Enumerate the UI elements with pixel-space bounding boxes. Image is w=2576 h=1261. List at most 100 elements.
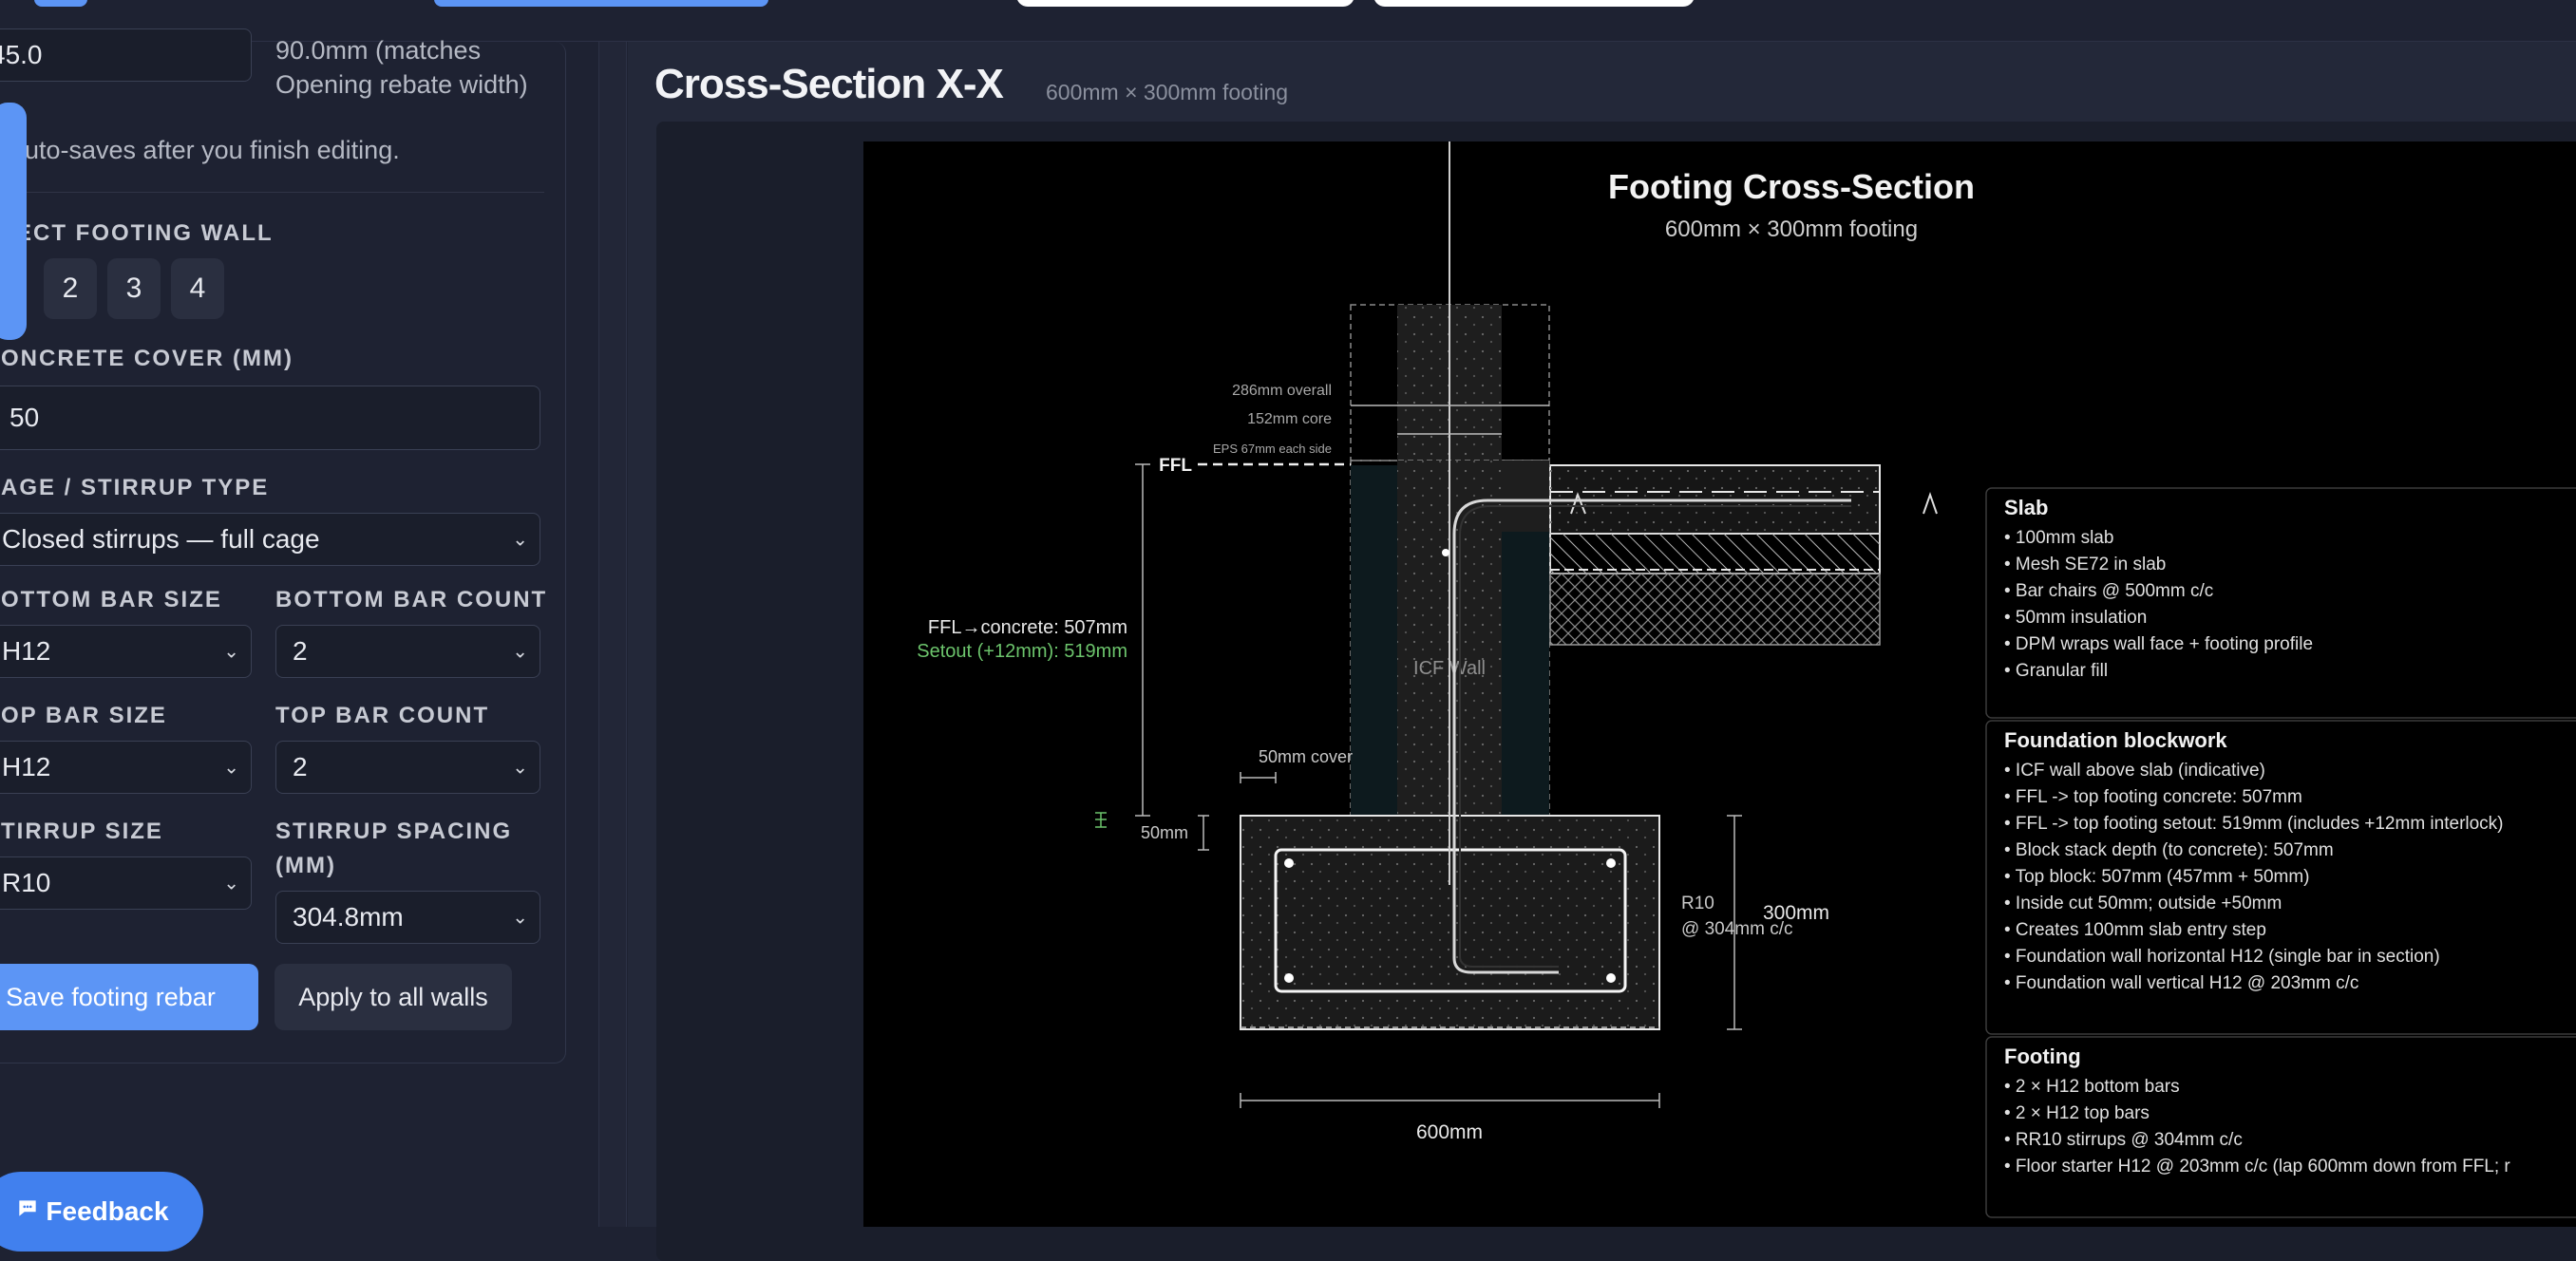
stirrup-spacing-value: 304.8mm <box>293 902 404 932</box>
legend-item: • Mesh SE72 in slab <box>2004 555 2166 574</box>
rebate-note-line1: 90.0mm (matches <box>275 36 482 65</box>
feedback-label: Feedback <box>46 1196 169 1226</box>
wall-button-2[interactable]: 2 <box>44 258 97 319</box>
width-label: 600mm <box>1416 1121 1483 1143</box>
footing-rebar-panel: 45.0 90.0mm (matches Opening rebate widt… <box>0 28 566 1063</box>
rebate-value: 45.0 <box>0 40 43 69</box>
chevron-down-icon: ⌄ <box>512 757 528 779</box>
apply-to-all-walls-button[interactable]: Apply to all walls <box>275 964 512 1030</box>
stirrup-spacing-label-2: (MM) <box>275 853 336 878</box>
legend-item: • FFL -> top footing setout: 519mm (incl… <box>2004 814 2504 834</box>
save-footing-rebar-button[interactable]: Save footing rebar <box>0 964 258 1030</box>
cage-type-value: Closed stirrups — full cage <box>2 524 320 554</box>
top-bar-count-value: 2 <box>293 752 308 781</box>
top-bar-size-label: OP BAR SIZE <box>1 703 167 728</box>
stirrup-size-value: R10 <box>2 868 51 897</box>
feedback-button[interactable]: Feedback <box>0 1172 203 1252</box>
bottom-bar-right <box>1606 973 1616 983</box>
drawing-title: Footing Cross-Section <box>1608 167 1975 206</box>
chevron-down-icon: ⌄ <box>223 873 239 894</box>
stirrup-label-spacing: @ 304mm c/c <box>1681 919 1792 939</box>
cage-type-label: AGE / STIRRUP TYPE <box>1 475 270 500</box>
chat-bubble-icon <box>15 1196 40 1228</box>
cage-type-select[interactable]: Closed stirrups — full cage ⌄ <box>0 513 540 566</box>
top-bar-count-select[interactable]: 2⌄ <box>275 741 540 794</box>
eps-left <box>1351 465 1397 816</box>
rebate-value-field[interactable]: 45.0 <box>0 28 252 82</box>
wall-button-4[interactable]: 4 <box>171 258 224 319</box>
drawing-subtitle: 600mm × 300mm footing <box>1665 216 1918 242</box>
top-bar-count-label: TOP BAR COUNT <box>275 703 490 728</box>
chevron-down-icon: ⌄ <box>223 757 239 779</box>
legend-title: Slab <box>2004 496 2048 519</box>
toolbar-button-secondary-1[interactable] <box>1016 0 1354 7</box>
stirrup-size-select[interactable]: R10 ⌄ <box>0 856 252 910</box>
eps-right <box>1502 532 1549 816</box>
stirrup-spacing-select[interactable]: 304.8mm⌄ <box>275 891 540 944</box>
legend-title: Foundation blockwork <box>2004 728 2227 752</box>
cover-label: 50mm cover <box>1259 747 1353 766</box>
chevron-down-icon: ⌄ <box>512 641 528 663</box>
concrete-cover-input[interactable]: 50 <box>0 386 540 450</box>
top-bar-right <box>1606 858 1616 868</box>
legend-slab: Slab • 100mm slab • Mesh SE72 in slab • … <box>1985 487 2576 719</box>
legend-item: • Bar chairs @ 500mm c/c <box>2004 581 2213 601</box>
granular-fill <box>1549 573 1881 646</box>
setout-marker-icon <box>1095 812 1107 828</box>
slab-entry-step <box>1502 461 1549 532</box>
legend-item: • RR10 stirrups @ 304mm c/c <box>2004 1130 2243 1150</box>
legend-footing: Footing • 2 × H12 bottom bars • 2 × H12 … <box>1985 1036 2576 1218</box>
ffl-to-concrete: FFL→concrete: 507mm <box>928 617 1127 638</box>
stirrup-size-label: TIRRUP SIZE <box>1 819 163 844</box>
toolbar-button-primary[interactable] <box>434 0 768 7</box>
floating-side-tab[interactable] <box>0 103 27 340</box>
legend-item: • Floor starter H12 @ 203mm c/c (lap 600… <box>2004 1157 2510 1176</box>
legend-item: • 2 × H12 top bars <box>2004 1103 2150 1123</box>
panel-splitter[interactable] <box>598 42 627 1227</box>
dim-overall: 286mm overall <box>1232 383 1332 399</box>
autosave-note: uto-saves after you finish editing. <box>25 136 400 164</box>
bottom-bar-size-value: H12 <box>2 636 51 666</box>
legend-item: • DPM wraps wall face + footing profile <box>2004 634 2313 654</box>
bottom-bar-count-select[interactable]: 2⌄ <box>275 625 540 678</box>
legend-item: • Granular fill <box>2004 661 2108 681</box>
chevron-down-icon: ⌄ <box>512 529 528 551</box>
setout-label: Setout (+12mm): 519mm <box>917 641 1127 662</box>
legend-item: • 2 × H12 bottom bars <box>2004 1077 2180 1097</box>
select-wall-label: ECT FOOTING WALL <box>16 220 274 246</box>
legend-item: • Block stack depth (to concrete): 507mm <box>2004 840 2334 860</box>
dim-core: 152mm core <box>1247 411 1332 427</box>
legend-item: • Inside cut 50mm; outside +50mm <box>2004 894 2282 913</box>
legend-item: • ICF wall above slab (indicative) <box>2004 761 2265 781</box>
page-title: Cross-Section X-X <box>654 61 1004 107</box>
step-label: 50mm <box>1141 823 1188 842</box>
bottom-bar-size-select[interactable]: H12 ⌄ <box>0 625 252 678</box>
legend-item: • Foundation wall vertical H12 @ 203mm c… <box>2004 973 2358 993</box>
floor-starter-bar <box>1452 499 1851 974</box>
horizontal-wall-bar <box>1442 549 1449 556</box>
stirrup-spacing-label-1: STIRRUP SPACING <box>275 819 513 844</box>
legend-foundation: Foundation blockwork • ICF wall above sl… <box>1985 720 2576 1035</box>
legend-box <box>1985 1036 2576 1218</box>
floor-starter-bar-inner <box>1459 505 1851 968</box>
height-label: 300mm <box>1763 902 1829 924</box>
legend-item: • Foundation wall horizontal H12 (single… <box>2004 947 2440 967</box>
concrete-cover-label: ONCRETE COVER (MM) <box>1 346 294 371</box>
top-bar-size-select[interactable]: H12 ⌄ <box>0 741 252 794</box>
legend-item: • Creates 100mm slab entry step <box>2004 920 2266 940</box>
toolbar-button-primary-small[interactable] <box>34 0 87 7</box>
legend-box <box>1985 487 2576 719</box>
legend-item: • FFL -> top footing concrete: 507mm <box>2004 787 2302 807</box>
bottom-bar-count-value: 2 <box>293 636 308 666</box>
toolbar-button-secondary-2[interactable] <box>1373 0 1695 7</box>
wall-button-3[interactable]: 3 <box>107 258 161 319</box>
legend-item: • 50mm insulation <box>2004 608 2147 628</box>
legend-title: Footing <box>2004 1045 2081 1068</box>
top-toolbar <box>0 0 2576 42</box>
section-divider <box>1 192 544 193</box>
chevron-down-icon: ⌄ <box>223 641 239 663</box>
legend-item: • 100mm slab <box>2004 528 2113 548</box>
cross-section-drawing: Footing Cross-Section 600mm × 300mm foot… <box>863 141 2576 1227</box>
top-bar-size-value: H12 <box>2 752 51 781</box>
insulation-hatch <box>1550 534 1880 574</box>
